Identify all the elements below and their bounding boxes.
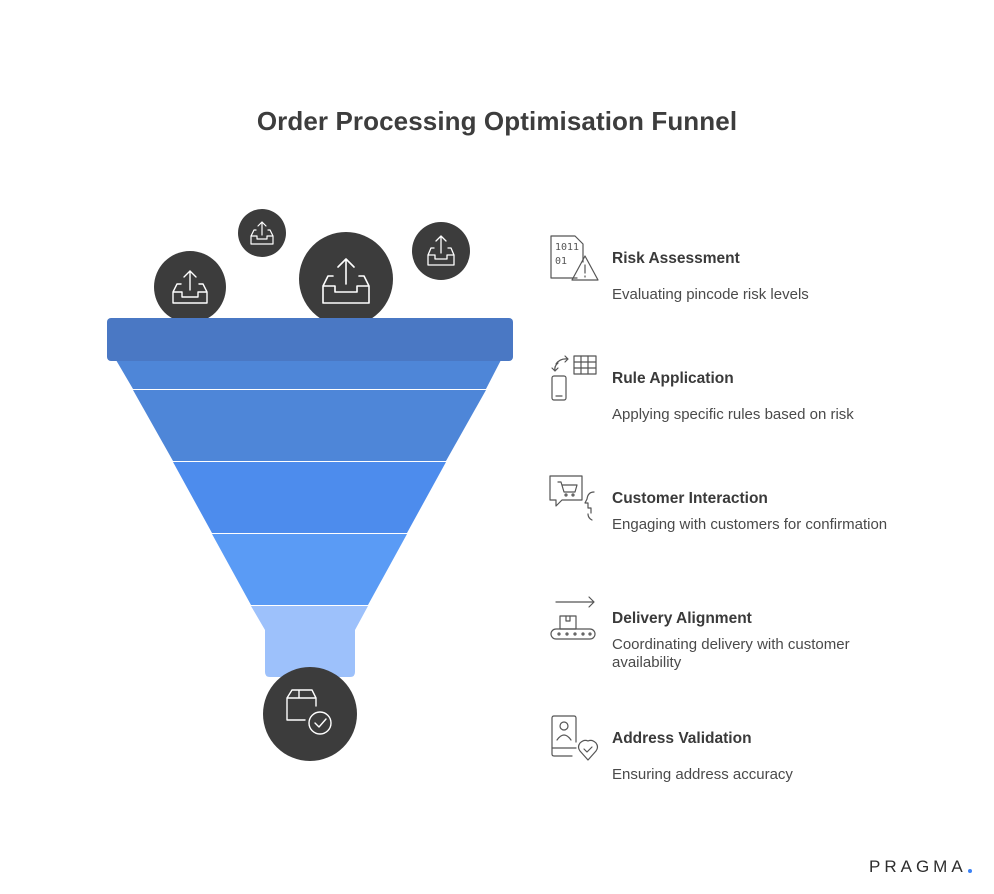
- output-circle: [263, 667, 357, 761]
- step-label: Risk Assessment: [612, 250, 740, 267]
- package-check-icon: [286, 689, 332, 735]
- inbox-upload-icon: [172, 270, 208, 304]
- funnel-layer-1: [116, 360, 501, 389]
- funnel-spout: [251, 606, 368, 677]
- phone-sync-table-icon: [551, 355, 597, 401]
- step-description: Evaluating pincode risk levels: [612, 286, 809, 303]
- step-description: Ensuring address accuracy: [612, 766, 793, 783]
- step-description: Coordinating delivery with customer avai…: [612, 636, 850, 671]
- brand-dot: [968, 869, 972, 873]
- binary-warning-icon: 1011 01: [550, 235, 599, 281]
- svg-text:01: 01: [555, 256, 567, 267]
- step-address-validation: Address Validation Ensuring address accu…: [548, 714, 968, 804]
- step-risk-assessment: 1011 01 Risk Assessment Evaluating pinco…: [548, 234, 968, 324]
- step-label: Address Validation: [612, 730, 752, 747]
- step-label: Rule Application: [612, 370, 734, 387]
- funnel-layer-2: [133, 390, 486, 461]
- input-circle-3: [299, 232, 393, 326]
- profile-location-icon: [551, 715, 599, 761]
- page-title: Order Processing Optimisation Funnel: [256, 106, 738, 136]
- step-customer-interaction: Customer Interaction Engaging with custo…: [548, 474, 968, 564]
- step-label: Delivery Alignment: [612, 610, 752, 627]
- step-description: Applying specific rules based on risk: [612, 406, 854, 423]
- step-label: Customer Interaction: [612, 490, 768, 507]
- conveyor-box-icon: [550, 596, 596, 640]
- funnel-rim: [107, 318, 513, 361]
- input-circle-4: [412, 222, 470, 280]
- step-delivery-alignment: Delivery Alignment Coordinating delivery…: [548, 594, 968, 684]
- cart-chat-person-icon: [549, 475, 595, 521]
- input-circle-2: [238, 209, 286, 257]
- input-circle-1: [154, 251, 226, 323]
- inbox-upload-icon: [250, 221, 274, 245]
- brand-logo: PRAGMA: [869, 857, 967, 876]
- funnel-layer-4: [212, 534, 407, 605]
- inbox-upload-icon: [322, 258, 370, 304]
- funnel-layer-3: [173, 462, 446, 533]
- svg-text:1011: 1011: [555, 242, 579, 253]
- step-rule-application: Rule Application Applying specific rules…: [548, 354, 968, 444]
- step-description: Engaging with customers for confirmation: [612, 516, 888, 533]
- inbox-upload-icon: [427, 235, 455, 266]
